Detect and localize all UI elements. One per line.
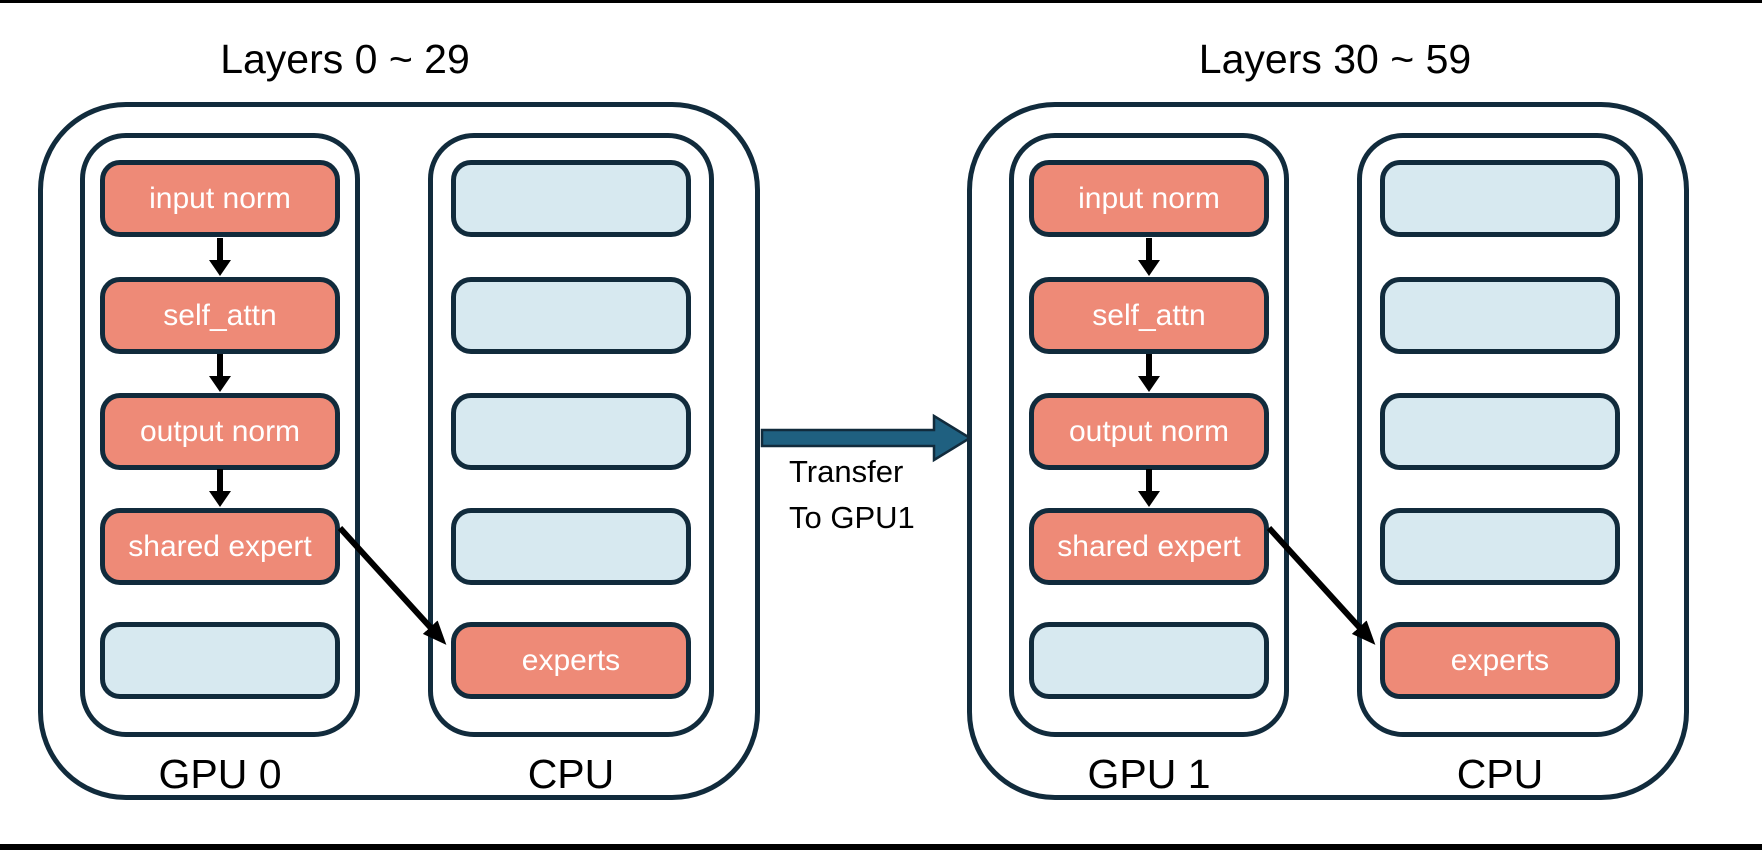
flow-arrow-down-icon	[1138, 469, 1160, 507]
gpu-label: GPU 1	[1087, 751, 1211, 797]
empty-slot-box	[1380, 508, 1620, 585]
arrow-shaft	[217, 354, 223, 378]
frame-border-top	[0, 0, 1762, 3]
experts-box: experts	[451, 622, 691, 699]
arrow-shaft	[1146, 354, 1152, 378]
gpu-column: input norm self_attn output norm shared …	[80, 133, 360, 737]
empty-slot-box	[100, 622, 340, 699]
shared-expert-box: shared expert	[1029, 508, 1269, 585]
arrow-head	[209, 260, 231, 276]
flow-arrow-down-icon	[1138, 238, 1160, 276]
empty-slot-box	[1380, 393, 1620, 470]
empty-slot-box	[451, 160, 691, 237]
arrow-shaft	[1146, 469, 1152, 493]
self-attn-box: self_attn	[1029, 277, 1269, 354]
gpu-label: GPU 0	[158, 751, 282, 797]
cpu-column: experts	[1357, 133, 1643, 737]
arrow-head	[209, 491, 231, 507]
transfer-label-line2: To GPU1	[789, 500, 915, 535]
node-container: input norm self_attn output norm shared …	[967, 102, 1689, 800]
empty-slot-box	[1029, 622, 1269, 699]
empty-slot-box	[451, 393, 691, 470]
arrow-head	[1138, 491, 1160, 507]
experts-box: experts	[1380, 622, 1620, 699]
input-norm-box: input norm	[100, 160, 340, 237]
empty-slot-box	[1380, 160, 1620, 237]
layer-range-title: Layers 0 ~ 29	[220, 36, 470, 82]
transfer-label-line1: Transfer	[789, 454, 904, 489]
output-norm-box: output norm	[1029, 393, 1269, 470]
flow-arrow-down-icon	[1138, 354, 1160, 392]
cpu-column: experts	[428, 133, 714, 737]
flow-arrow-down-icon	[209, 354, 231, 392]
input-norm-box: input norm	[1029, 160, 1269, 237]
flow-arrow-down-icon	[209, 238, 231, 276]
layer-range-title: Layers 30 ~ 59	[1198, 36, 1472, 82]
empty-slot-box	[451, 508, 691, 585]
offload-arrow-icon	[337, 525, 447, 645]
arrow-shaft	[1146, 238, 1152, 262]
transfer-arrow-icon	[760, 413, 973, 463]
shared-expert-box: shared expert	[100, 508, 340, 585]
gpu-column: input norm self_attn output norm shared …	[1009, 133, 1289, 737]
node-container: input norm self_attn output norm shared …	[38, 102, 760, 800]
output-norm-box: output norm	[100, 393, 340, 470]
empty-slot-box	[1380, 277, 1620, 354]
arrow-shaft	[217, 469, 223, 493]
arrow-head	[1138, 260, 1160, 276]
frame-border-bottom	[0, 844, 1762, 850]
arrow-head	[1138, 376, 1160, 392]
arrow-shaft	[217, 238, 223, 262]
empty-slot-box	[451, 277, 691, 354]
flow-arrow-down-icon	[209, 469, 231, 507]
cpu-label: CPU	[527, 751, 615, 797]
arrow-head	[209, 376, 231, 392]
self-attn-box: self_attn	[100, 277, 340, 354]
offload-arrow-icon	[1266, 525, 1376, 645]
transfer-label: Transfer To GPU1	[789, 449, 915, 541]
cpu-label: CPU	[1456, 751, 1544, 797]
